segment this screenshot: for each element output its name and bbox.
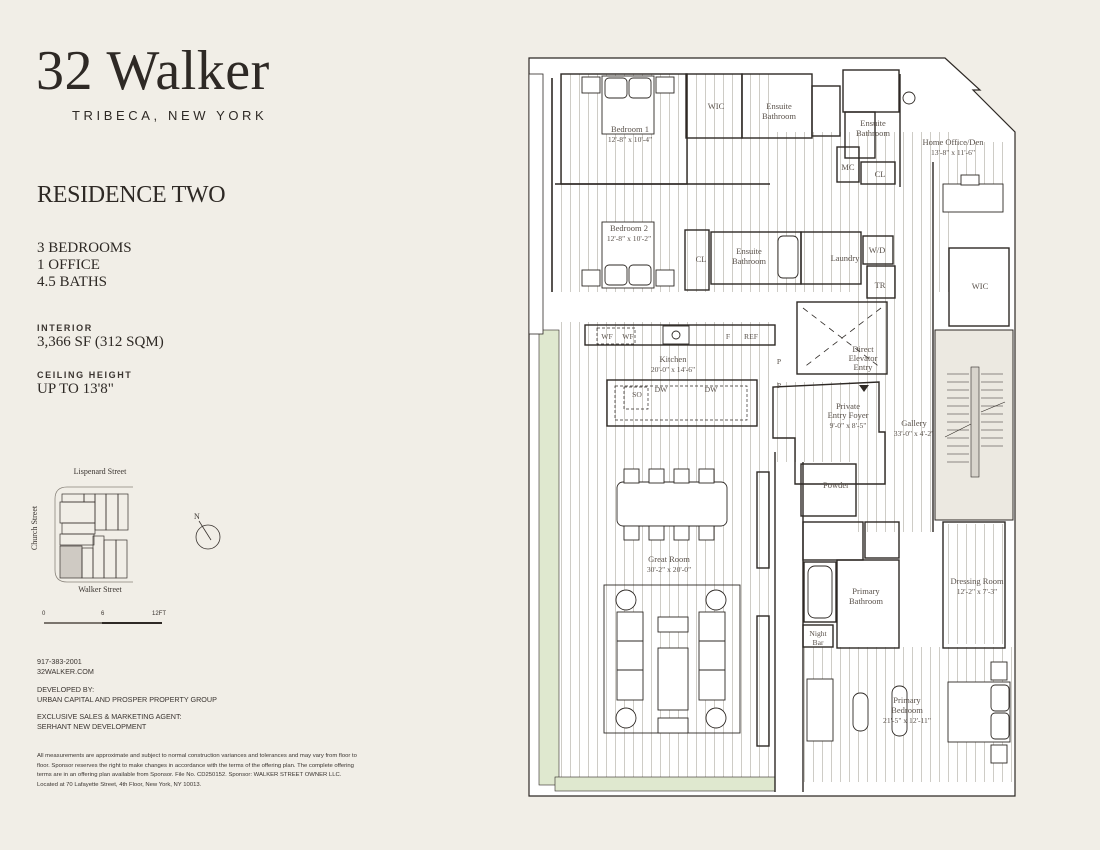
svg-text:20'-0" x 14'-6": 20'-0" x 14'-6" — [651, 365, 695, 374]
scale-tick-12: 12FT — [152, 611, 166, 617]
svg-text:WF: WF — [601, 332, 612, 341]
label-night-bar: Night — [809, 629, 827, 638]
scale-tick-6: 6 — [101, 611, 105, 617]
ceiling-value: UP TO 13'8" — [37, 381, 114, 397]
agent-label: EXCLUSIVE SALES & MARKETING AGENT: — [37, 712, 182, 721]
label-foyer: Private — [836, 401, 860, 411]
svg-text:WF: WF — [622, 332, 633, 341]
street-south-label: Walker Street — [78, 585, 122, 594]
label-primary-bath: Primary — [852, 586, 880, 596]
label-cl-2: CL — [696, 254, 707, 264]
svg-text:REF: REF — [744, 332, 758, 341]
label-powder: Powder — [823, 480, 849, 490]
label-ensuite-1: Ensuite — [766, 101, 792, 111]
key-plan: Lispenard Street Walker Street Church St… — [30, 467, 221, 624]
street-west-label: Church Street — [30, 505, 39, 550]
label-wd: W/D — [869, 245, 886, 255]
svg-text:Bedroom: Bedroom — [891, 705, 923, 715]
spec-baths: 4.5 BATHS — [37, 274, 108, 290]
developer-name: URBAN CAPITAL AND PROSPER PROPERTY GROUP — [37, 695, 217, 704]
label-ensuite-2: Ensuite — [736, 246, 762, 256]
scale-tick-0: 0 — [42, 611, 46, 617]
label-great-room: Great Room — [648, 554, 690, 564]
svg-text:Bathroom: Bathroom — [762, 111, 796, 121]
website-link[interactable]: 32WALKER.COM — [37, 667, 94, 676]
residence-specs: 3 BEDROOMS 1 OFFICE 4.5 BATHS — [37, 240, 132, 291]
svg-text:P: P — [777, 381, 781, 390]
svg-text:F: F — [726, 332, 730, 341]
svg-text:Bathroom: Bathroom — [849, 596, 883, 606]
svg-text:DW: DW — [655, 385, 668, 394]
label-bedroom-2: Bedroom 2 — [610, 223, 648, 233]
svg-text:21'-5" x 12'-11": 21'-5" x 12'-11" — [883, 716, 931, 725]
svg-text:SO: SO — [632, 390, 642, 399]
developer-label: DEVELOPED BY: — [37, 685, 95, 694]
label-cl-1: CL — [875, 169, 886, 179]
svg-text:Bathroom: Bathroom — [856, 128, 890, 138]
svg-text:DW: DW — [705, 385, 718, 394]
ceiling-label: CEILING HEIGHT — [37, 370, 133, 380]
contact-block: 917-383-2001 32WALKER.COM — [37, 657, 94, 677]
info-panel: 32 Walker TRIBECA, NEW YORK RESIDENCE TW… — [0, 0, 500, 850]
label-kitchen: Kitchen — [660, 354, 688, 364]
north-label: N — [194, 512, 200, 521]
label-elevator: Direct — [852, 344, 874, 354]
svg-text:33'-0" x 4'-2": 33'-0" x 4'-2" — [894, 429, 935, 438]
label-ensuite-3: Ensuite — [860, 118, 886, 128]
label-bedroom-1: Bedroom 1 — [611, 124, 649, 134]
label-home-office: Home Office/Den — [923, 137, 985, 147]
svg-text:13'-8" x 11'-6": 13'-8" x 11'-6" — [931, 148, 975, 157]
phone[interactable]: 917-383-2001 — [37, 657, 82, 666]
svg-text:12'-2" x 7'-3": 12'-2" x 7'-3" — [957, 587, 998, 596]
spec-office: 1 OFFICE — [37, 257, 100, 273]
interior-label: INTERIOR — [37, 323, 93, 333]
label-mc: MC — [841, 162, 855, 172]
label-dressing-room: Dressing Room — [950, 576, 1004, 586]
street-north-label: Lispenard Street — [74, 467, 127, 476]
label-gallery: Gallery — [901, 418, 927, 428]
interior-value: 3,366 SF (312 SQM) — [37, 334, 164, 350]
svg-text:Bathroom: Bathroom — [732, 256, 766, 266]
svg-text:Entry: Entry — [854, 362, 874, 372]
spec-bedrooms: 3 BEDROOMS — [37, 240, 132, 256]
svg-text:Bar: Bar — [813, 638, 824, 647]
developer-block: DEVELOPED BY: URBAN CAPITAL AND PROSPER … — [37, 685, 217, 705]
north-arrow-icon — [195, 524, 221, 550]
disclaimer: All measurements are approximate and sub… — [37, 753, 357, 788]
svg-text:12'-8" x 10'-4": 12'-8" x 10'-4" — [608, 135, 652, 144]
label-primary-bedroom: Primary — [893, 695, 921, 705]
svg-text:9'-0" x 8'-5": 9'-0" x 8'-5" — [830, 421, 867, 430]
svg-text:Elevator: Elevator — [849, 353, 878, 363]
room-labels: Bedroom 1 12'-8" x 10'-4" WIC Ensuite Ba… — [601, 101, 1004, 725]
label-tr: TR — [875, 280, 886, 290]
entry-arrow-icon — [859, 385, 869, 392]
svg-text:12'-8" x 10'-2": 12'-8" x 10'-2" — [607, 234, 651, 243]
floor-plan: Bedroom 1 12'-8" x 10'-4" WIC Ensuite Ba… — [528, 57, 1016, 797]
brand-title: 32 Walker — [36, 40, 270, 102]
brand-subtitle: TRIBECA, NEW YORK — [72, 108, 268, 123]
svg-text:Entry Foyer: Entry Foyer — [828, 410, 869, 420]
svg-text:P: P — [777, 357, 781, 366]
scale-bar — [44, 622, 162, 624]
svg-text:30'-2" x 20'-0": 30'-2" x 20'-0" — [647, 565, 691, 574]
agent-block: EXCLUSIVE SALES & MARKETING AGENT: SERHA… — [37, 712, 182, 732]
residence-title: RESIDENCE TWO — [37, 182, 226, 208]
agent-name: SERHANT NEW DEVELOPMENT — [37, 722, 147, 731]
label-wic-1: WIC — [708, 101, 725, 111]
label-laundry: Laundry — [831, 253, 861, 263]
label-wic-2: WIC — [972, 281, 989, 291]
